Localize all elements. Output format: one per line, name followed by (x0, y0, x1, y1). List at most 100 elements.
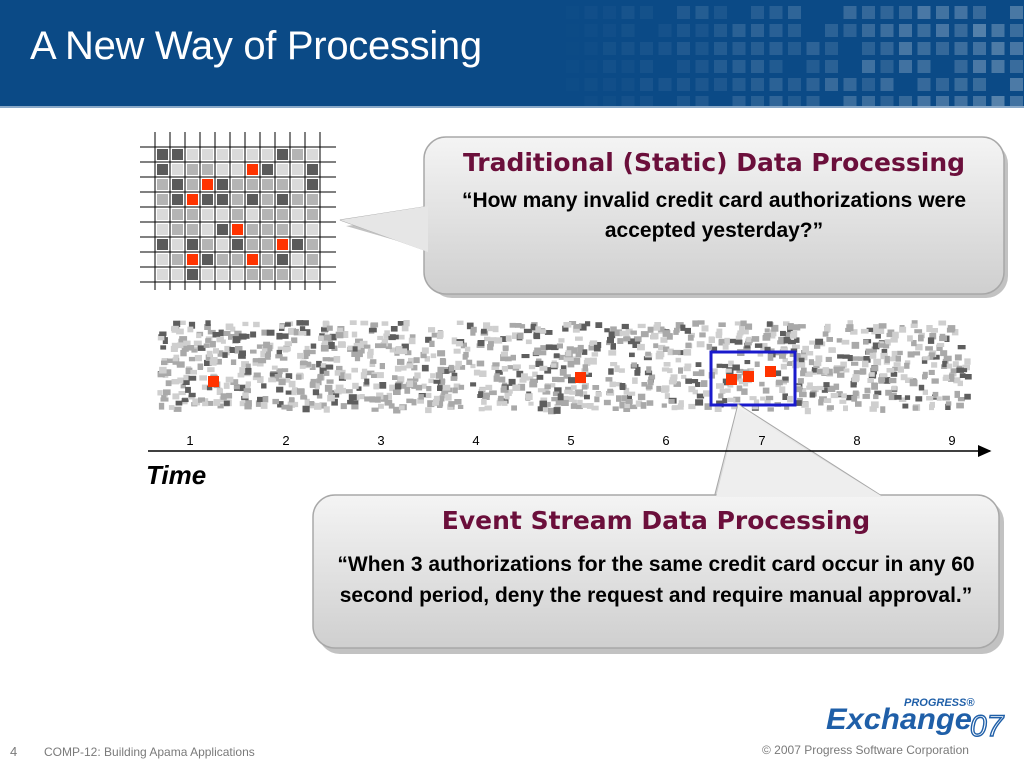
stream-event (891, 385, 897, 391)
stream-event (762, 335, 771, 341)
stream-event (334, 370, 341, 376)
stream-event (394, 365, 402, 372)
stream-event (865, 348, 874, 355)
stream-event (319, 367, 327, 374)
stream-event (239, 367, 246, 374)
grid-cell (262, 209, 273, 220)
grid-cell (247, 239, 258, 250)
grid-cell (157, 224, 168, 235)
stream-event (625, 328, 633, 334)
stream-event (685, 378, 692, 384)
stream-event (451, 337, 458, 345)
stream-event (336, 365, 343, 371)
stream-event (428, 378, 434, 384)
header-pattern-square (695, 42, 709, 55)
stream-event (521, 373, 528, 380)
stream-event (413, 357, 420, 364)
stream-event (783, 321, 790, 326)
stream-event (878, 377, 886, 382)
stream-event (807, 382, 813, 387)
stream-event (470, 328, 476, 336)
stream-event (946, 363, 953, 369)
stream-event (739, 325, 745, 331)
stream-event (767, 407, 774, 412)
stream-event (188, 392, 196, 398)
stream-event (595, 322, 603, 328)
stream-event (452, 387, 458, 394)
stream-event (582, 364, 588, 372)
stream-event (567, 361, 575, 368)
tick-label: 4 (472, 433, 479, 448)
header-pattern-square (899, 6, 912, 19)
stream-event (951, 329, 959, 336)
stream-event (827, 385, 836, 392)
stream-event (417, 397, 424, 404)
stream-event (866, 327, 874, 332)
header-pattern-square (621, 96, 635, 106)
header-pattern-square (880, 78, 894, 91)
stream-event (369, 361, 376, 367)
stream-event (773, 370, 782, 377)
stream-event (899, 326, 907, 333)
grid-cell (247, 209, 258, 220)
stream-event (593, 344, 601, 352)
header-pattern-square (732, 60, 746, 73)
stream-event (950, 368, 956, 374)
stream-event (159, 331, 167, 336)
grid-cell (172, 224, 183, 235)
stream-event (759, 381, 765, 387)
stream-event (749, 396, 757, 401)
stream-event (222, 352, 228, 358)
header-pattern-square (991, 42, 1005, 55)
stream-event (915, 396, 923, 402)
stream-event (577, 346, 583, 353)
header-pattern-square (862, 60, 875, 73)
header-pattern-square (899, 24, 912, 37)
stream-event (351, 403, 359, 410)
header-pattern-square (954, 6, 968, 19)
stream-event (738, 378, 746, 385)
stream-event (645, 385, 653, 390)
grid-cell (187, 179, 198, 190)
stream-event (552, 376, 559, 382)
stream-event (787, 395, 793, 403)
stream-event (722, 343, 729, 350)
stream-event (310, 378, 317, 384)
stream-event (648, 376, 654, 383)
header-pattern-square (714, 24, 727, 37)
stream-event (329, 333, 337, 341)
grid-cell (262, 254, 273, 265)
stream-event (525, 376, 534, 381)
stream-event (238, 353, 246, 359)
stream-event (431, 332, 440, 338)
stream-event (397, 376, 405, 381)
stream-event (388, 403, 395, 409)
stream-event (351, 331, 358, 338)
stream-event (356, 352, 363, 358)
stream-event (545, 344, 553, 350)
stream-event (319, 402, 327, 409)
stream-event (453, 383, 461, 390)
stream-event (369, 327, 377, 333)
stream-event (743, 346, 751, 353)
stream-event (504, 391, 512, 396)
stream-event (180, 384, 186, 389)
stream-event (291, 337, 298, 344)
stream-event (555, 400, 564, 405)
stream-event (872, 342, 880, 350)
stream-event (655, 352, 664, 360)
stream-event (334, 389, 342, 395)
stream-event (631, 362, 637, 368)
stream-event (851, 341, 860, 349)
stream-event (733, 396, 741, 403)
stream-event (740, 320, 747, 327)
stream-event (448, 401, 455, 407)
stream-event (610, 326, 617, 333)
stream-event (255, 400, 264, 407)
stream-event (244, 367, 252, 375)
tick-label: 8 (853, 433, 860, 448)
stream-event (708, 337, 715, 343)
grid-cell (262, 239, 273, 250)
grid-cell (187, 224, 198, 235)
stream-event (266, 329, 275, 336)
